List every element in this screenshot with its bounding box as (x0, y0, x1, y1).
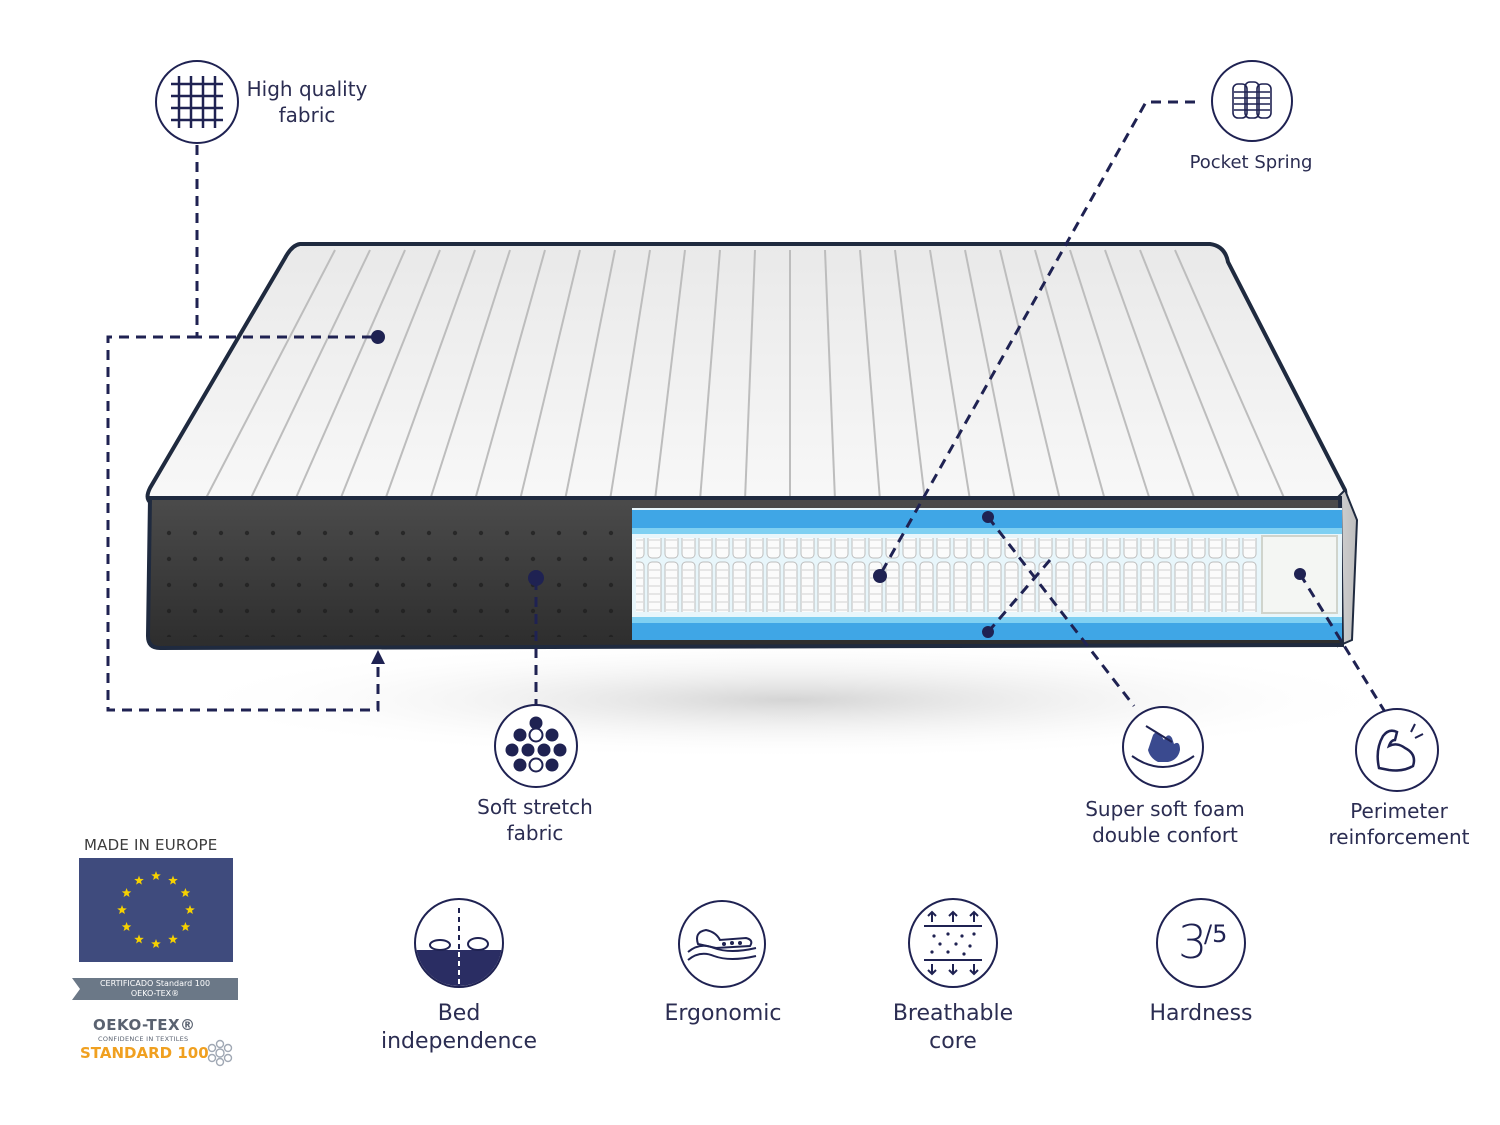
soft-stretch-label: Soft stretch fabric (477, 795, 593, 845)
hardness-icon: 3 /5 (1156, 898, 1246, 988)
fabric-label: High quality fabric (246, 77, 368, 127)
hardness-max: /5 (1204, 920, 1228, 948)
feature-label-ergonomic: Ergonomic (664, 1001, 782, 1026)
certificado-ribbon: CERTIFICADO Standard 100 OEKO-TEX® (72, 978, 238, 1000)
oeko-tex-title: OEKO-TEX® (93, 1016, 196, 1034)
soft-foam-hand-icon (1122, 706, 1204, 788)
pocket-spring-label: Pocket Spring (1189, 152, 1313, 173)
eu-flag (79, 858, 233, 962)
pocket-spring-icon (1211, 60, 1293, 142)
fabric-weave-icon (155, 60, 239, 144)
feature-label-breathable: Breathable core (892, 1001, 1014, 1054)
made-in-europe-text: MADE IN EUROPE (84, 836, 218, 854)
bed-independence-icon (414, 898, 504, 988)
oeko-tex-flower-icon (207, 1039, 233, 1067)
certificado-text: CERTIFICADO Standard 100 (99, 979, 211, 988)
feature-label-hardness: Hardness (1149, 1001, 1253, 1026)
breathable-icon (908, 898, 998, 988)
oeko-tex-subtitle: CONFIDENCE IN TEXTILES (98, 1035, 189, 1043)
ergonomic-icon (678, 900, 766, 988)
oeko-tex-standard: STANDARD 100 (80, 1044, 209, 1062)
certificado-subtext: OEKO-TEX® (130, 989, 180, 998)
feature-label-bed-independence: Bed independence (380, 1001, 538, 1054)
super-soft-foam-label: Super soft foam double confort (1085, 797, 1245, 847)
stretch-fabric-icon (494, 704, 578, 788)
perimeter-label: Perimeter reinforcement (1328, 799, 1470, 849)
perimeter-arm-icon (1355, 708, 1439, 792)
hardness-value: 3 (1178, 915, 1208, 969)
